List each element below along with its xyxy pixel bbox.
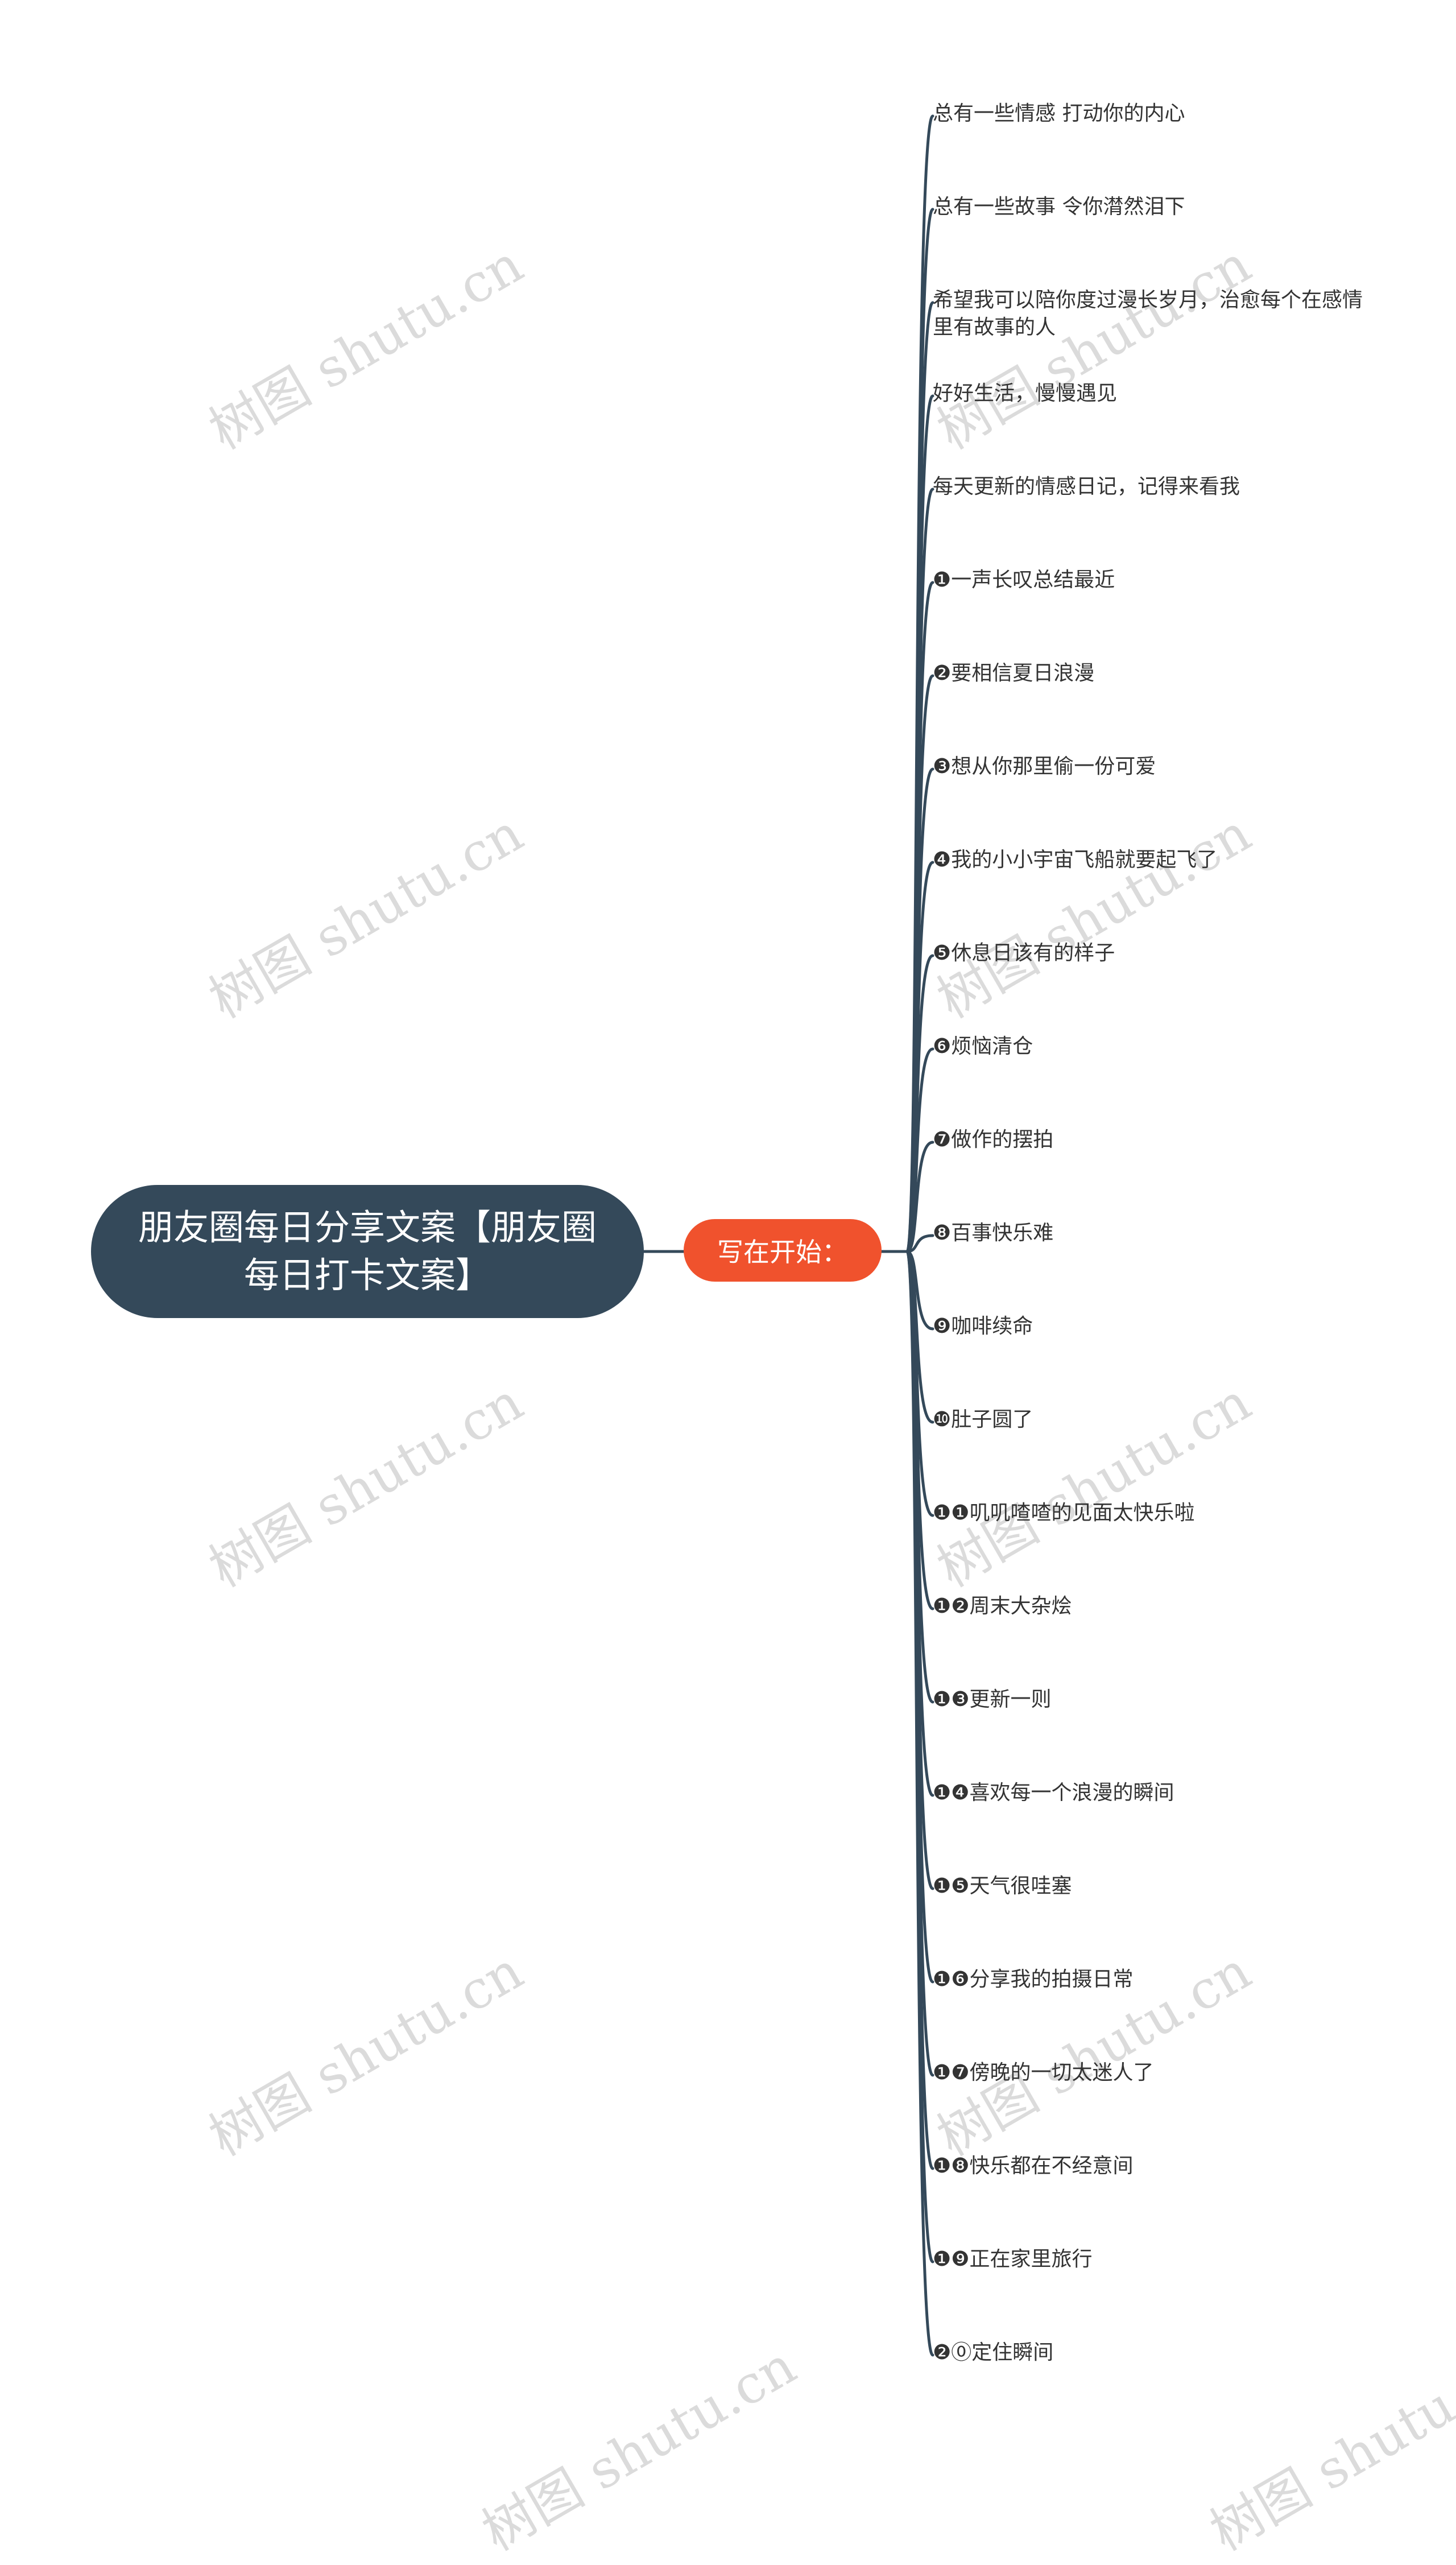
leaf-topic[interactable]: ❶❹喜欢每一个浪漫的瞬间 — [933, 1781, 1174, 1804]
leaf-topic[interactable]: ❽百事快乐难 — [933, 1221, 1054, 1245]
leaf-topic[interactable]: 总有一些情感 打动你的内心 — [933, 102, 1185, 125]
leaf-topic[interactable]: ❶❺天气很哇塞 — [933, 1874, 1072, 1898]
leaf-topic[interactable]: ❿肚子圆了 — [933, 1408, 1033, 1431]
branch-topic[interactable]: 写在开始： — [684, 1219, 882, 1282]
leaf-topic[interactable]: ❹我的小小宇宙飞船就要起飞了 — [933, 848, 1218, 871]
leaf-topic[interactable]: ❼做作的摆拍 — [933, 1128, 1054, 1151]
leaf-topic[interactable]: ❻烦恼清仓 — [933, 1035, 1033, 1058]
leaf-topic[interactable]: ❶❾正在家里旅行 — [933, 2248, 1093, 2271]
leaf-topic[interactable]: ❶❸更新一则 — [933, 1688, 1052, 1711]
leaf-connector — [905, 1250, 934, 2357]
leaf-topic[interactable]: ❷⓪定住瞬间 — [933, 2341, 1054, 2364]
leaf-topic[interactable]: ❷要相信夏日浪漫 — [933, 662, 1095, 685]
leaf-connector — [905, 1141, 934, 1253]
leaf-topic[interactable]: 每天更新的情感日记，记得来看我 — [933, 475, 1240, 498]
leaf-topic[interactable]: ❶❼傍晚的一切太迷人了 — [933, 2061, 1154, 2084]
leaf-topic[interactable]: 希望我可以陪你度过漫长岁月，治愈每个在感情里有故事的人 — [933, 288, 1363, 339]
leaf-topic[interactable]: ❶❷周末大杂烩 — [933, 1595, 1072, 1618]
root-topic[interactable]: 朋友圈每日分享文案【朋友圈每日打卡文案】 — [91, 1185, 644, 1318]
leaf-topic[interactable]: ❾咖啡续命 — [933, 1315, 1033, 1338]
leaf-topic[interactable]: ❶❻分享我的拍摄日常 — [933, 1968, 1134, 1991]
leaf-topic[interactable]: ❸想从你那里偷一份可爱 — [933, 755, 1156, 778]
leaf-topic[interactable]: ❶❽快乐都在不经意间 — [933, 2154, 1134, 2178]
leaf-topic[interactable]: ❺休息日该有的样子 — [933, 941, 1115, 965]
leaf-connector — [905, 1234, 934, 1253]
leaf-topic[interactable]: ❶❶叽叽喳喳的见面太快乐啦 — [933, 1501, 1195, 1525]
connector-lines — [642, 114, 934, 2357]
leaf-topic[interactable]: ❶一声长叹总结最近 — [933, 568, 1115, 592]
leaf-topic[interactable]: 总有一些故事 令你潸然泪下 — [933, 195, 1185, 218]
root-topic-label: 朋友圈每日分享文案【朋友圈每日打卡文案】 — [138, 1207, 597, 1296]
branch-topic-label: 写在开始： — [717, 1237, 848, 1267]
leaf-topic[interactable]: 好好生活，慢慢遇见 — [933, 382, 1118, 405]
